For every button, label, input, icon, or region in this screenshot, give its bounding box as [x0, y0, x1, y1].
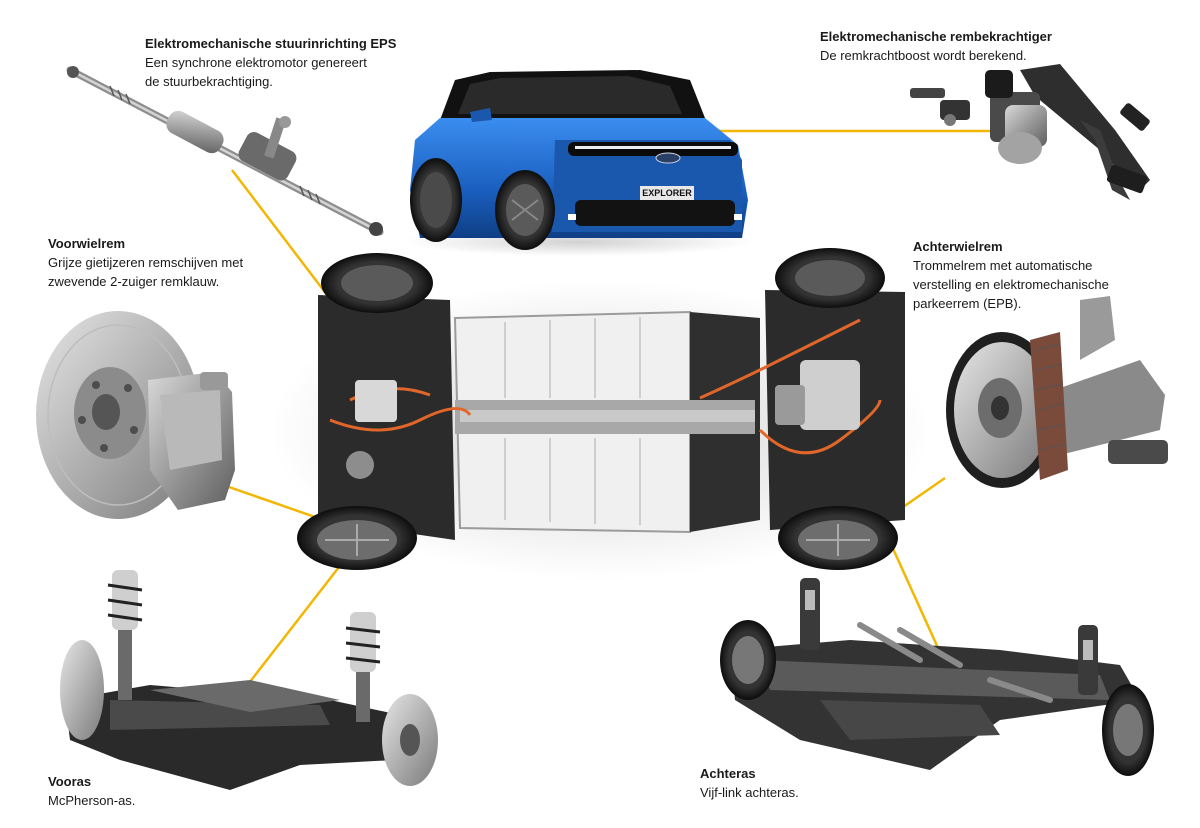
label-achterwielrem-desc: Trommelrem met automatische verstelling …	[913, 258, 1109, 311]
label-voorwielrem-title: Voorwielrem	[48, 236, 126, 251]
label-eps: Elektromechanische stuurinrichting EPS E…	[145, 34, 435, 91]
label-achterwielrem: Achterwielrem Trommelrem met automatisch…	[913, 237, 1173, 313]
rear-drum-brake-image	[946, 296, 1168, 488]
label-vooras-title: Vooras	[48, 774, 92, 789]
label-rembekrachtiger: Elektromechanische rembekrachtiger De re…	[820, 27, 1110, 65]
label-achteras-title: Achteras	[700, 766, 756, 781]
label-vooras-desc: McPherson-as.	[48, 793, 136, 808]
ford-explorer-car-image: EXPLORER	[403, 70, 753, 256]
car-badge: EXPLORER	[642, 188, 692, 198]
label-achterwielrem-title: Achterwielrem	[913, 239, 1003, 254]
label-voorwielrem: Voorwielrem Grijze gietijzeren remschijv…	[48, 234, 298, 291]
label-achteras: Achteras Vijf-link achteras.	[700, 764, 920, 802]
front-brake-disc-image	[36, 311, 235, 519]
label-voorwielrem-desc: Grijze gietijzeren remschijven met zweve…	[48, 255, 244, 289]
label-rembekrachtiger-desc: De remkrachtboost wordt berekend.	[820, 48, 1027, 63]
ev-platform-chassis-image	[270, 248, 930, 580]
label-achteras-desc: Vijf-link achteras.	[700, 785, 799, 800]
label-rembekrachtiger-title: Elektromechanische rembekrachtiger	[820, 29, 1052, 44]
label-vooras: Vooras McPherson-as.	[48, 772, 248, 810]
brake-booster-image	[910, 64, 1150, 200]
eps-steering-rack-image	[66, 66, 384, 236]
rear-axle-five-link-image	[720, 578, 1154, 776]
label-eps-title: Elektromechanische stuurinrichting EPS	[145, 36, 397, 51]
front-axle-mcpherson-image	[60, 570, 438, 790]
label-eps-desc: Een synchrone elektromotor genereert de …	[145, 55, 367, 89]
